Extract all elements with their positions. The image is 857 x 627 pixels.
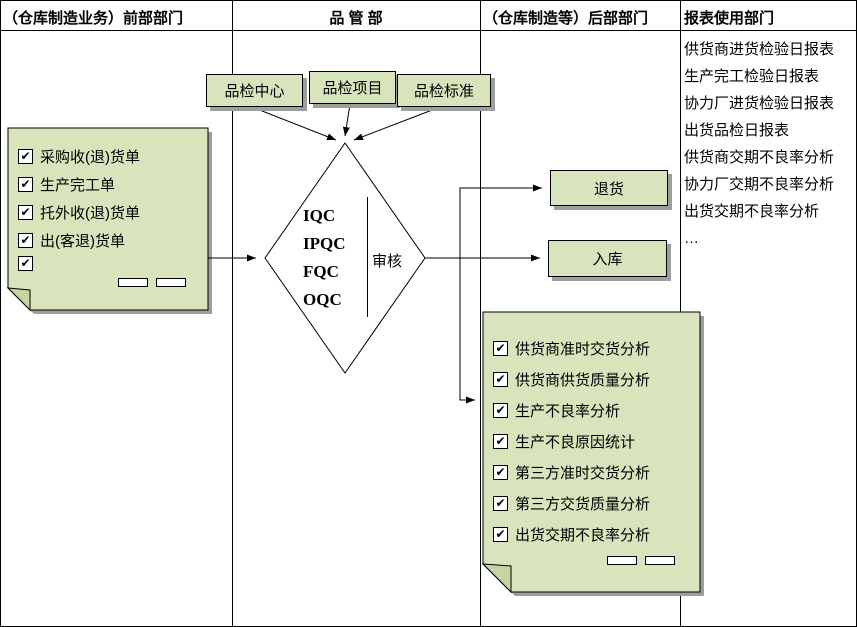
doc-item-row: ✔ 采购收(退)货单 <box>18 146 140 167</box>
doc-item-row: ✔ 出(客退)货单 <box>18 230 125 251</box>
checkbox-icon: ✔ <box>493 527 508 542</box>
node-inspection-center: 品检中心 <box>206 74 303 107</box>
report-item: 生产完工检验日报表 <box>684 68 820 85</box>
doc-item-row: ✔ 出货交期不良率分析 <box>493 524 650 545</box>
report-item: 出货交期不良率分析 <box>684 203 820 220</box>
doc-item-row-empty: ✔ <box>18 256 33 271</box>
checkbox-icon: ✔ <box>493 341 508 356</box>
diamond-audit-label: 审核 <box>372 253 403 270</box>
lane-header-back-dept: （仓库制造等）后部部门 <box>483 10 649 27</box>
arrow-inspection-standards-to-diamond <box>353 106 441 141</box>
node-inspection-standards: 品检标准 <box>397 74 491 107</box>
report-item: 出货品检日报表 <box>684 122 790 139</box>
report-item: … <box>684 230 699 247</box>
checkbox-icon: ✔ <box>493 372 508 387</box>
report-item: 供货商进货检验日报表 <box>684 41 835 58</box>
report-item: 供货商交期不良率分析 <box>684 149 835 166</box>
doc-item-row: ✔ 托外收(退)货单 <box>18 202 140 223</box>
doc-item-row: ✔ 第三方交货质量分析 <box>493 493 650 514</box>
lane-header-front-dept: （仓库制造业务）前部部门 <box>3 10 184 27</box>
doc-item-label: 生产完工单 <box>40 177 116 194</box>
arrow-to-return-box <box>459 184 542 258</box>
diamond-label-oqc: OQC <box>303 290 342 309</box>
doc-item-label: 出(客退)货单 <box>40 233 125 250</box>
lane-header-quality-dept: 品 管 部 <box>329 10 383 27</box>
diamond-label-fqc: FQC <box>303 262 339 281</box>
arrow-inspection-center-to-diamond <box>251 106 337 141</box>
doc-item-label: 生产不良原因统计 <box>515 434 636 451</box>
checkbox-icon: ✔ <box>18 205 33 220</box>
doc-item-label: 第三方准时交货分析 <box>515 465 651 482</box>
back-doc-shape <box>482 311 701 593</box>
doc-item-label: 生产不良率分析 <box>515 403 621 420</box>
report-item: 协力厂进货检验日报表 <box>684 95 835 112</box>
checkbox-icon: ✔ <box>493 496 508 511</box>
diamond-labels: IQC IPQC FQC OQC <box>303 202 365 314</box>
lane-header-reports-dept: 报表使用部门 <box>684 10 775 27</box>
arrow-inspection-items-to-diamond <box>342 103 351 137</box>
blank-line-bar <box>645 556 675 565</box>
node-stock-in-box: 入库 <box>548 240 667 277</box>
front-doc-content: ✔ 采购收(退)货单 ✔ 生产完工单 ✔ 托外收(退)货单 ✔ 出(客退)货单 … <box>8 128 208 310</box>
checkbox-icon: ✔ <box>18 233 33 248</box>
doc-item-row: ✔ 生产不良原因统计 <box>493 431 635 452</box>
front-doc-fold-corner <box>6 287 31 312</box>
blank-line-bar <box>156 278 186 287</box>
front-doc-shape <box>7 127 209 311</box>
checkbox-icon: ✔ <box>493 465 508 480</box>
doc-item-row: ✔ 生产不良率分析 <box>493 400 620 421</box>
diamond-label-iqc: IQC <box>303 206 336 225</box>
decision-diamond <box>264 142 426 374</box>
doc-item-label: 供货商准时交货分析 <box>515 341 651 358</box>
report-list: 供货商进货检验日报表 生产完工检验日报表 协力厂进货检验日报表 出货品检日报表 … <box>684 36 834 252</box>
doc-item-label: 第三方交货质量分析 <box>515 496 651 513</box>
blank-line-bar <box>607 556 637 565</box>
diamond-label-ipqc: IPQC <box>303 234 346 253</box>
doc-item-label: 托外收(退)货单 <box>40 205 140 222</box>
doc-item-label: 供货商供货质量分析 <box>515 372 651 389</box>
doc-item-row: ✔ 生产完工单 <box>18 174 115 195</box>
checkbox-icon: ✔ <box>18 256 33 271</box>
checkbox-icon: ✔ <box>493 403 508 418</box>
back-doc-content: ✔ 供货商准时交货分析 ✔ 供货商供货质量分析 ✔ 生产不良率分析 ✔ 生产不良… <box>483 312 700 592</box>
node-inspection-items: 品检项目 <box>309 71 396 104</box>
node-return-box: 退货 <box>550 170 668 206</box>
checkbox-icon: ✔ <box>18 177 33 192</box>
report-item: 协力厂交期不良率分析 <box>684 176 835 193</box>
doc-item-label: 出货交期不良率分析 <box>515 527 651 544</box>
doc-item-row: ✔ 供货商供货质量分析 <box>493 369 650 390</box>
doc-item-row: ✔ 第三方准时交货分析 <box>493 462 650 483</box>
doc-item-label: 采购收(退)货单 <box>40 149 140 166</box>
doc-item-row: ✔ 供货商准时交货分析 <box>493 338 650 359</box>
back-doc-fold-corner <box>481 563 512 594</box>
checkbox-icon: ✔ <box>493 434 508 449</box>
blank-line-bar <box>118 278 148 287</box>
arrow-to-back-doc <box>459 258 475 404</box>
checkbox-icon: ✔ <box>18 149 33 164</box>
